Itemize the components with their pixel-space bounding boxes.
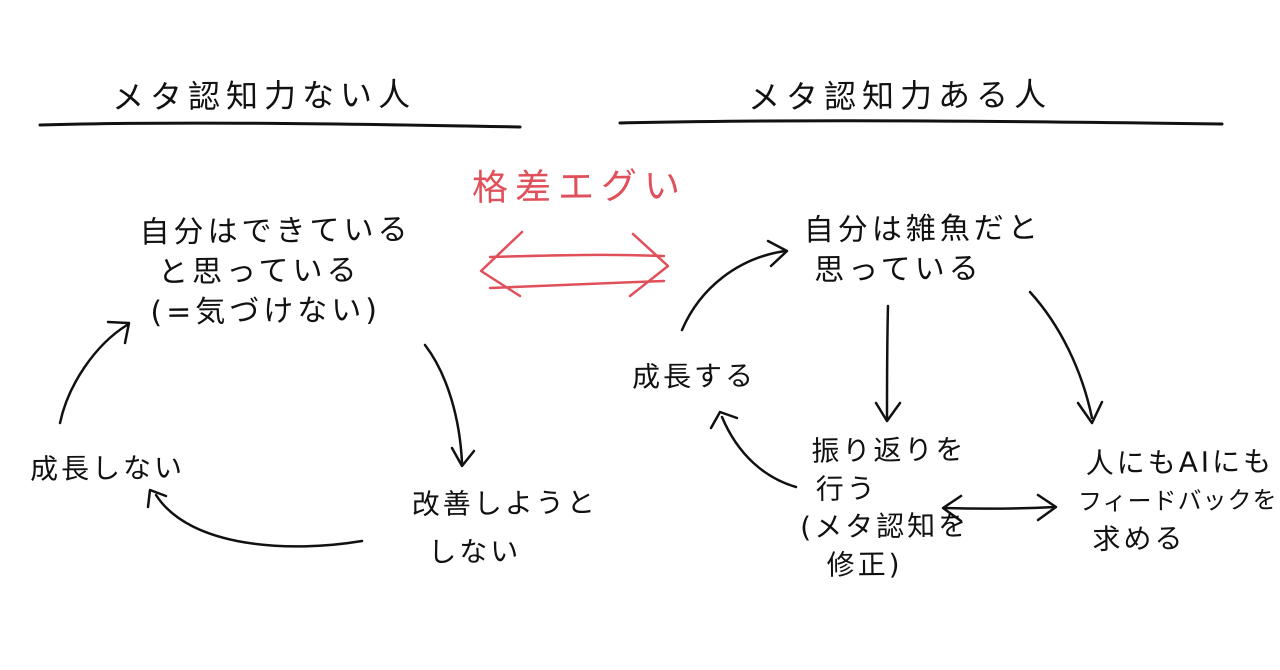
node-right-top-line-1: 自分は雑魚だと [803,210,1042,249]
node-left-improve-line-2: しない [428,534,522,569]
arrow-top-to-feedback-icon [1028,290,1104,425]
node-right-feedback-line-1: 人にもAIにも [1085,444,1275,480]
node-left-no-growth: 成長しない [29,451,186,486]
node-right-top: 自分は雑魚だと 思っている [804,209,1043,291]
node-right-feedback-line-3: 求める [1092,521,1186,556]
node-right-feedback: 人にもAIにも フィードバックを 求める [1077,443,1278,559]
node-left-top-line-1: 自分はできている [139,212,412,251]
node-right-reflect: 振り返りを 行う (メタ認知を 修正) [799,431,970,585]
arrow-reflect-feedback-icon [941,493,1058,523]
node-left-top: 自分はできている と思っている (=気づけない) [139,211,412,334]
double-arrow-red-icon [479,230,670,298]
heading-has-metacognition: メタ認知力ある人 [747,75,1053,117]
arrow-top-to-improve-icon [423,343,476,468]
arrow-nogrowth-to-top-icon [58,320,131,425]
node-right-top-line-2: 思っている [814,251,983,289]
node-right-feedback-line-2: フィードバックを [1077,485,1278,517]
arrow-growth-to-top-icon [680,239,789,332]
arrow-reflect-to-growth-icon [709,410,798,489]
gap-label: 格差エグい [471,165,688,210]
node-left-improve: 改善しようと しない [412,484,599,572]
arrow-top-to-reflect-icon [874,304,902,423]
arrow-improve-to-nogrowth-icon [146,488,364,548]
node-left-top-line-3: (=気づけない) [150,292,382,331]
node-left-improve-line-1: 改善しようと [411,486,598,521]
right-heading-underline [618,119,1224,126]
node-left-top-line-2: と思っている [157,253,361,291]
node-right-growth: 成長する [631,359,757,394]
left-heading-underline [38,121,522,129]
heading-no-metacognition: メタ認知力ない人 [111,75,417,117]
node-right-reflect-line-4: 修正) [826,547,903,582]
node-right-reflect-line-1: 振り返りを [811,433,967,468]
node-right-reflect-line-3: (メタ認知を [800,509,970,544]
node-right-reflect-line-2: 行う [815,472,878,506]
